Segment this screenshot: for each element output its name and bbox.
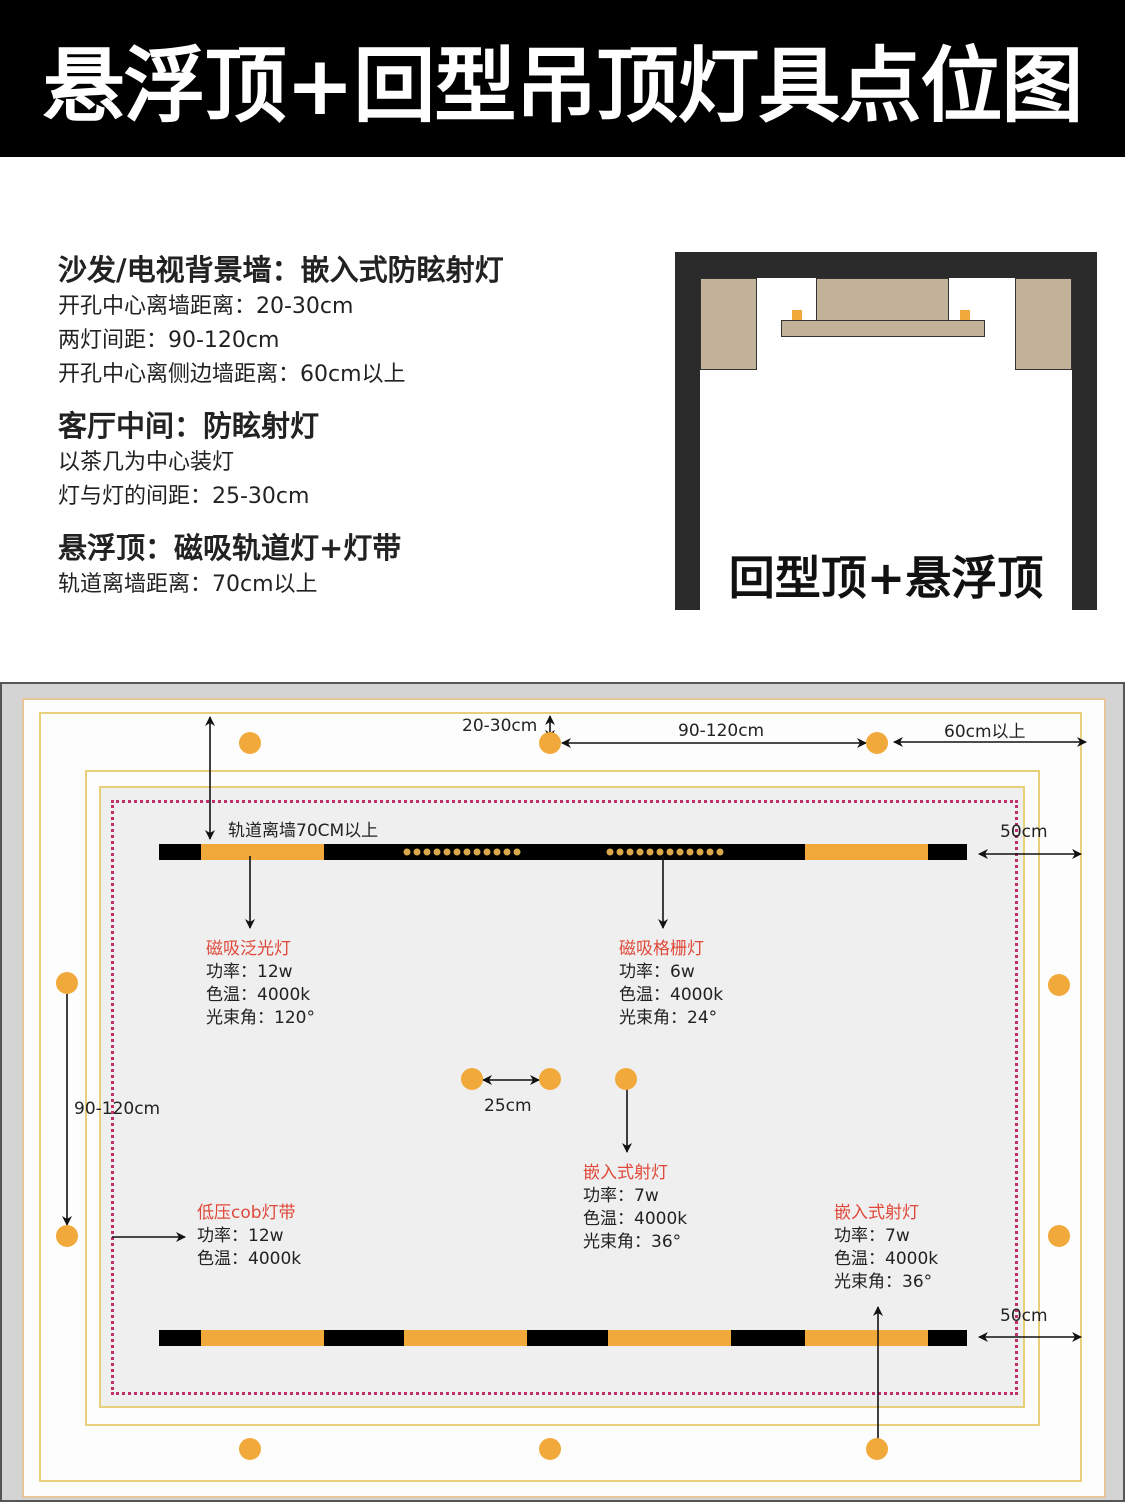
right-wall: [1072, 252, 1097, 610]
grille-light-icon: [403, 848, 724, 856]
fixture-spec: 功率：7w: [583, 1186, 659, 1206]
dimension-label: 90-120cm: [74, 1099, 161, 1119]
floodlight-module: [608, 1330, 731, 1346]
fixture-spec: 功率：12w: [206, 962, 293, 982]
fixture-spec: 色温：4000k: [583, 1209, 688, 1229]
dimension-label: 轨道离墙70CM以上: [228, 821, 379, 841]
fixture-spec: 光束角：120°: [206, 1008, 315, 1028]
fixture-name: 嵌入式射灯: [834, 1203, 919, 1223]
spec-line: 开孔中心离侧边墙距离：60cm以上: [58, 362, 406, 387]
page-title: 悬浮顶+回型吊顶灯具点位图: [42, 39, 1084, 134]
perimeter-ceiling-outer-line: [39, 712, 1082, 1482]
fixture-spec: 光束角：36°: [583, 1232, 682, 1252]
recessed-light: [56, 972, 78, 994]
recessed-light: [461, 1068, 483, 1090]
recessed-light: [866, 732, 888, 754]
fixture-callout-recessed-spot-center: 嵌入式射灯 功率：7w 色温：4000k 光束角：36°: [583, 1162, 687, 1254]
fixture-name: 磁吸泛光灯: [206, 939, 291, 959]
recessed-light: [239, 732, 261, 754]
spec-line: 两灯间距：90-120cm: [58, 328, 280, 353]
dimension-label: 50cm: [1000, 822, 1048, 842]
spec-list: 沙发/电视背景墙：嵌入式防眩射灯 开孔中心离墙距离：20-30cm 两灯间距：9…: [58, 250, 658, 616]
fixture-callout-floodlight: 磁吸泛光灯 功率：12w 色温：4000k 光束角：120°: [206, 938, 315, 1030]
floodlight-module: [805, 844, 928, 860]
fixture-spec: 色温：4000k: [206, 985, 311, 1005]
floating-ceiling-panel: [781, 320, 985, 337]
dimension-label: 60cm以上: [944, 722, 1026, 742]
led-strip-icon: [960, 310, 970, 320]
ceiling-slab: [675, 252, 1097, 278]
dimension-label: 25cm: [484, 1096, 532, 1116]
perimeter-ceiling-right: [1015, 278, 1072, 370]
recessed-light: [56, 1225, 78, 1247]
fixture-name: 低压cob灯带: [197, 1203, 296, 1223]
floodlight-module: [805, 1330, 928, 1346]
spec-line: 灯与灯的间距：25-30cm: [58, 484, 310, 509]
floodlight-module: [404, 1330, 527, 1346]
spec-heading: 客厅中间：防眩射灯: [58, 409, 320, 443]
fixture-callout-grille-light: 磁吸格栅灯 功率：6w 色温：4000k 光束角：24°: [619, 938, 723, 1030]
spec-group-floating-ceiling: 悬浮顶：磁吸轨道灯+灯带 轨道离墙距离：70cm以上: [58, 528, 658, 602]
floating-ceiling-core: [816, 278, 949, 321]
magnetic-track-bottom: [159, 1330, 967, 1346]
dimension-label: 50cm: [1000, 1306, 1048, 1326]
led-strip-icon: [792, 310, 802, 320]
floodlight-module: [201, 844, 324, 860]
led-strip-boundary: [111, 800, 1018, 1395]
fixture-spec: 光束角：24°: [619, 1008, 718, 1028]
floodlight-module: [201, 1330, 324, 1346]
fixture-callout-cob-strip: 低压cob灯带 功率：12w 色温：4000k: [197, 1202, 301, 1271]
dimension-label: 20-30cm: [462, 716, 538, 736]
fixture-spec: 功率：7w: [834, 1226, 910, 1246]
perimeter-ceiling-left: [700, 278, 757, 370]
fixture-spec: 色温：4000k: [619, 985, 724, 1005]
recessed-light: [539, 732, 561, 754]
spec-line: 轨道离墙距离：70cm以上: [58, 572, 318, 597]
spec-heading: 沙发/电视背景墙：嵌入式防眩射灯: [58, 253, 504, 287]
spec-line: 以茶几为中心装灯: [58, 450, 235, 475]
spec-group-background-wall: 沙发/电视背景墙：嵌入式防眩射灯 开孔中心离墙距离：20-30cm 两灯间距：9…: [58, 250, 658, 392]
recessed-light: [615, 1068, 637, 1090]
magnetic-track-top: [159, 844, 967, 860]
left-wall: [675, 252, 700, 610]
recessed-light: [1048, 974, 1070, 996]
fixture-spec: 光束角：36°: [834, 1272, 933, 1292]
fixture-spec: 功率：6w: [619, 962, 695, 982]
title-bar: 悬浮顶+回型吊顶灯具点位图: [0, 0, 1125, 157]
section-caption: 回型顶+悬浮顶: [728, 551, 1044, 605]
spec-group-living-room-center: 客厅中间：防眩射灯 以茶几为中心装灯 灯与灯的间距：25-30cm: [58, 406, 658, 514]
recessed-light: [539, 1068, 561, 1090]
fixture-callout-recessed-spot-edge: 嵌入式射灯 功率：7w 色温：4000k 光束角：36°: [834, 1202, 938, 1294]
ceiling-plan: 20-30cm 90-120cm 60cm以上 轨道离墙70CM以上 50cm …: [0, 682, 1125, 1502]
recessed-light: [866, 1438, 888, 1460]
ceiling-section-diagram: 回型顶+悬浮顶: [675, 252, 1097, 610]
floating-ceiling-area: [99, 786, 1025, 1408]
fixture-name: 嵌入式射灯: [583, 1163, 668, 1183]
spec-line: 开孔中心离墙距离：20-30cm: [58, 294, 354, 319]
recessed-light: [1048, 1225, 1070, 1247]
perimeter-ceiling-inner-line: [85, 770, 1040, 1426]
fixture-name: 磁吸格栅灯: [619, 939, 704, 959]
recessed-light: [239, 1438, 261, 1460]
fixture-spec: 功率：12w: [197, 1226, 284, 1246]
fixture-spec: 色温：4000k: [834, 1249, 939, 1269]
dimension-lines: [62, 715, 1087, 1449]
dimension-label: 90-120cm: [678, 721, 765, 741]
recessed-light: [539, 1438, 561, 1460]
spec-heading: 悬浮顶：磁吸轨道灯+灯带: [58, 531, 402, 565]
fixture-spec: 色温：4000k: [197, 1249, 302, 1269]
